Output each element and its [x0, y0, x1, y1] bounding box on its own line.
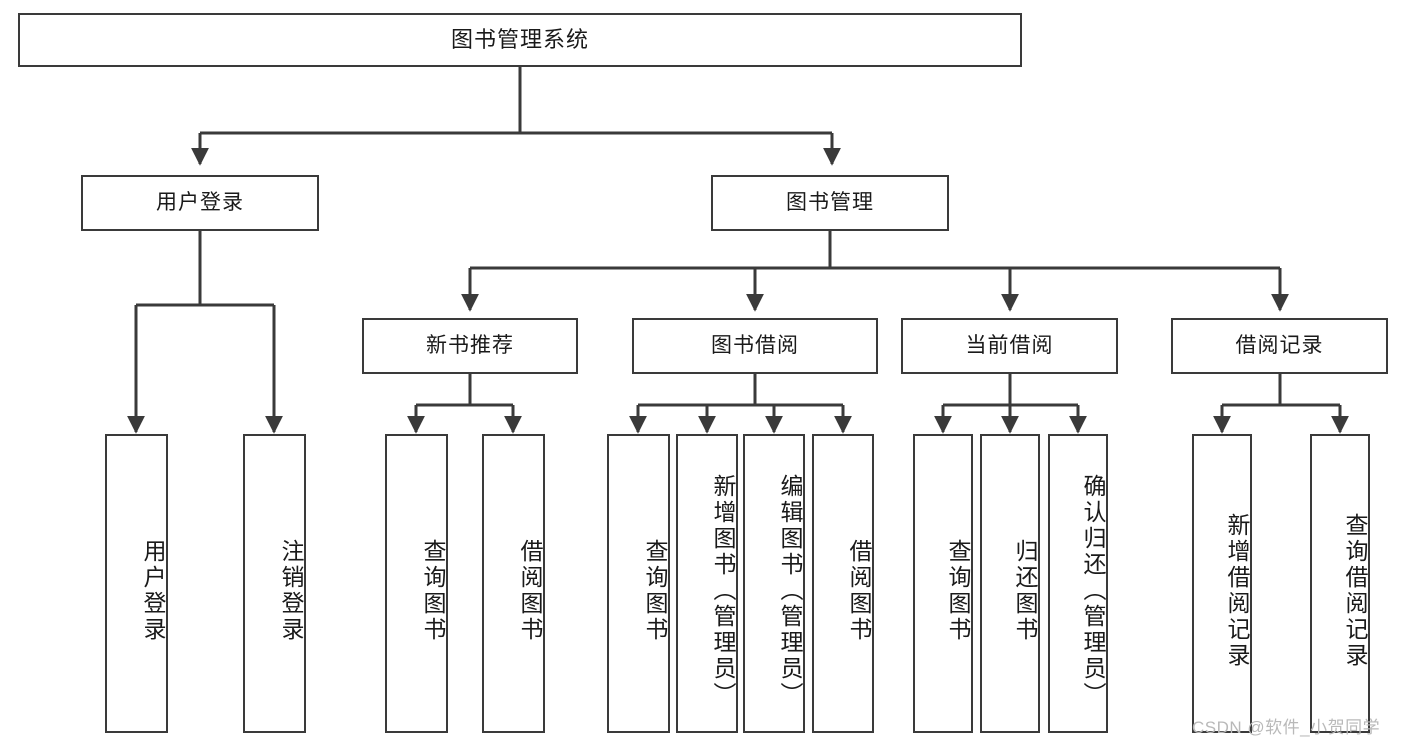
leaf-query-book-1[interactable]: 查询图书	[385, 434, 448, 733]
node-label: 图书管理	[786, 191, 874, 215]
node-label: 图书借阅	[711, 334, 799, 358]
leaf-add-record[interactable]: 新增借阅记录	[1192, 434, 1252, 733]
node-new-book-recommend[interactable]: 新书推荐	[362, 318, 578, 374]
leaf-add-book[interactable]: 新增图书（管理员）	[676, 434, 738, 733]
node-label: 新书推荐	[426, 334, 514, 358]
leaf-borrow-book-1[interactable]: 借阅图书	[482, 434, 545, 733]
leaf-return-book[interactable]: 归还图书	[980, 434, 1040, 733]
node-label: 用户登录	[156, 191, 244, 215]
node-label: 查询图书	[642, 538, 668, 643]
node-book-manage[interactable]: 图书管理	[711, 175, 949, 231]
node-label: 查询图书	[420, 538, 446, 643]
leaf-logout[interactable]: 注销登录	[243, 434, 306, 733]
node-label: 用户登录	[140, 538, 166, 643]
node-label: 查询图书	[945, 538, 971, 643]
node-label: 查询借阅记录	[1342, 512, 1368, 669]
leaf-confirm-return[interactable]: 确认归还（管理员）	[1048, 434, 1108, 733]
leaf-borrow-book-2[interactable]: 借阅图书	[812, 434, 874, 733]
node-current-borrow[interactable]: 当前借阅	[901, 318, 1118, 374]
node-label: 归还图书	[1012, 538, 1038, 643]
leaf-query-record[interactable]: 查询借阅记录	[1310, 434, 1370, 733]
node-book-borrow[interactable]: 图书借阅	[632, 318, 878, 374]
node-label: 新增图书（管理员）	[710, 473, 736, 708]
node-label: 当前借阅	[965, 334, 1054, 358]
node-label: 借阅记录	[1235, 334, 1324, 358]
leaf-query-book-3[interactable]: 查询图书	[913, 434, 973, 733]
node-borrow-record[interactable]: 借阅记录	[1171, 318, 1388, 374]
node-label: 注销登录	[278, 538, 304, 643]
node-label: 借阅图书	[846, 538, 872, 643]
node-root-book-management-system[interactable]: 图书管理系统	[18, 13, 1022, 67]
node-label: 编辑图书（管理员）	[777, 473, 803, 708]
node-label: 新增借阅记录	[1224, 512, 1250, 669]
node-label: 确认归还（管理员）	[1080, 473, 1106, 708]
node-label: 图书管理系统	[450, 26, 589, 52]
node-user-login[interactable]: 用户登录	[81, 175, 319, 231]
leaf-edit-book[interactable]: 编辑图书（管理员）	[743, 434, 805, 733]
node-label: 借阅图书	[517, 538, 543, 643]
leaf-user-login[interactable]: 用户登录	[105, 434, 168, 733]
leaf-query-book-2[interactable]: 查询图书	[607, 434, 670, 733]
